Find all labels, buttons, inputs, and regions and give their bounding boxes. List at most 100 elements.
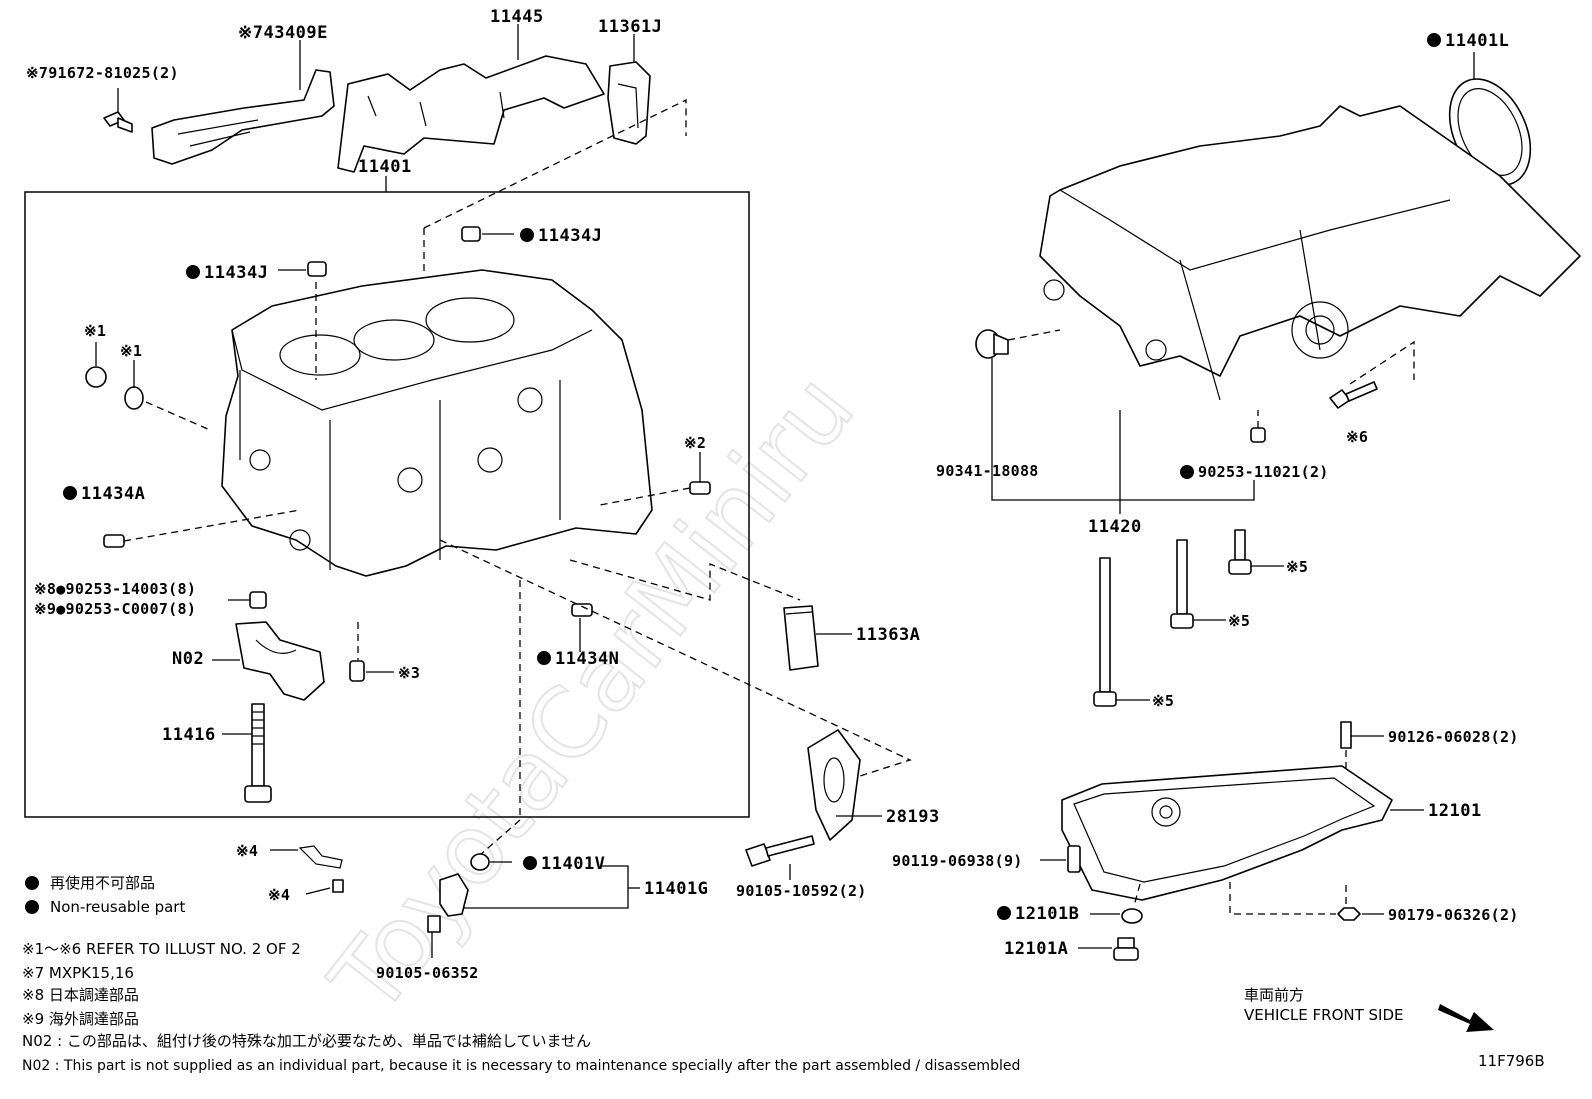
bolt-90119-06938-icon <box>1067 845 1081 873</box>
label-x4-b: ※4 <box>268 886 290 904</box>
note-x8: ※8 日本調達部品 <box>22 986 139 1004</box>
pin-x2-icon <box>689 481 711 495</box>
label-743409e: ※743409E <box>238 23 328 43</box>
label-x4-a: ※4 <box>236 842 258 860</box>
cylinder-block-icon <box>221 269 653 577</box>
front-label-jp: 車両前方 <box>1244 986 1304 1004</box>
gasket-x1-icon <box>124 386 144 410</box>
label-90126-06028: 90126-06028(2) <box>1388 728 1519 746</box>
figure-code: 11F796B <box>1478 1052 1545 1070</box>
front-arrow-icon <box>1438 1004 1494 1032</box>
label-11416: 11416 <box>162 725 216 745</box>
insulator-11445-icon <box>337 55 605 173</box>
bolt-90105-06352-icon <box>427 915 441 933</box>
bolt-11416-icon <box>244 703 272 803</box>
note-n02-jp: N02 : この部品は、組付け後の特殊な加工が必要なため、単品では補給していませ… <box>22 1032 591 1050</box>
bracket-743409e-icon <box>151 69 335 165</box>
label-90253-c0007: ※9●90253-C0007(8) <box>34 600 196 618</box>
label-11401v: 11401V <box>541 854 605 874</box>
label-11363a: 11363A <box>856 625 920 645</box>
label-11445: 11445 <box>490 7 544 27</box>
non-reusable-dot-icon <box>1180 465 1194 479</box>
label-x5-b: ※5 <box>1228 612 1250 630</box>
bracket-x4-icon <box>298 845 343 869</box>
label-x1-a: ※1 <box>84 322 106 340</box>
legend-dot-icon <box>25 876 39 890</box>
label-x5-c: ※5 <box>1286 558 1308 576</box>
bolt-x5-long-icon <box>1093 557 1117 707</box>
bolt-791672-icon <box>103 111 133 133</box>
label-11420: 11420 <box>1088 517 1142 537</box>
gasket-28193-icon <box>807 729 861 841</box>
bolt-x5-short-icon <box>1228 529 1252 575</box>
bolt-x6-icon <box>1329 381 1378 409</box>
label-11434n: 11434N <box>555 649 619 669</box>
label-90253-11021: 90253-11021(2) <box>1198 463 1329 481</box>
label-11434j-left: 11434J <box>204 263 268 283</box>
nut-90179-06326-icon <box>1337 907 1361 921</box>
plug-90341-18088-icon <box>975 329 1009 359</box>
pin-11434a-icon <box>103 534 125 548</box>
label-28193: 28193 <box>886 807 940 827</box>
label-x2: ※2 <box>684 434 706 452</box>
label-791672-81025: ※791672-81025(2) <box>26 64 179 82</box>
note-n02-en: N02 : This part is not supplied as an in… <box>22 1058 1020 1074</box>
legend-non-reusable-jp: 再使用不可部品 <box>50 874 155 892</box>
non-reusable-dot-icon <box>186 265 200 279</box>
seal-11363a-icon <box>783 605 819 671</box>
label-12101a: 12101A <box>1004 939 1068 959</box>
oring-11401v-icon <box>470 853 490 871</box>
label-11434j-top: 11434J <box>538 226 602 246</box>
label-90253-14003: ※8●90253-14003(8) <box>34 580 196 598</box>
label-11401g: 11401G <box>644 879 708 899</box>
label-12101: 12101 <box>1428 801 1482 821</box>
label-n02: N02 <box>172 649 204 669</box>
oil-pan-12101-icon <box>1061 765 1393 901</box>
cylinder-block-frame <box>24 191 750 818</box>
non-reusable-dot-icon <box>537 651 551 665</box>
sensor-11401g-icon <box>439 873 469 917</box>
label-90105-06352: 90105-06352 <box>376 964 479 982</box>
pin-11434j-top-icon <box>461 226 481 242</box>
pin-90253-icon <box>249 591 267 609</box>
legend-non-reusable-en: Non-reusable part <box>50 898 185 916</box>
stud-90126-06028-icon <box>1340 721 1352 749</box>
legend-dot-icon <box>25 900 39 914</box>
non-reusable-dot-icon <box>997 906 1011 920</box>
bolt-x5-mid-icon <box>1170 539 1194 629</box>
bearing-cap-n02-icon <box>235 621 325 701</box>
non-reusable-dot-icon <box>63 486 77 500</box>
label-90179-06326: 90179-06326(2) <box>1388 906 1519 924</box>
gasket-12101b-icon <box>1121 908 1143 924</box>
cover-11361j-icon <box>607 61 651 145</box>
label-11401l: 11401L <box>1445 31 1509 51</box>
note-refer: ※1～※6 REFER TO ILLUST NO. 2 OF 2 <box>22 940 301 958</box>
pin-90253-11021-icon <box>1250 427 1266 443</box>
plug-12101a-icon <box>1113 937 1139 961</box>
pin-11434j-left-icon <box>307 261 327 277</box>
plug-x1-icon <box>85 366 107 388</box>
front-label-en: VEHICLE FRONT SIDE <box>1244 1006 1404 1024</box>
pin-11434n-icon <box>571 603 593 617</box>
label-11401: 11401 <box>358 157 412 177</box>
note-x9: ※9 海外調達部品 <box>22 1010 139 1028</box>
bolt-90105-10592-icon <box>745 835 815 867</box>
note-x7: ※7 MXPK15,16 <box>22 964 134 982</box>
label-11434a: 11434A <box>81 484 145 504</box>
label-x5-a: ※5 <box>1152 692 1174 710</box>
crankcase-11420-icon <box>1039 105 1581 401</box>
label-90119-06938: 90119-06938(9) <box>892 852 1023 870</box>
label-x3: ※3 <box>398 664 420 682</box>
label-90341-18088: 90341-18088 <box>936 462 1039 480</box>
non-reusable-dot-icon <box>1427 33 1441 47</box>
non-reusable-dot-icon <box>523 856 537 870</box>
label-90105-10592: 90105-10592(2) <box>736 882 867 900</box>
pin-x3-icon <box>349 660 365 682</box>
label-11361j: 11361J <box>598 17 662 37</box>
label-12101b: 12101B <box>1015 904 1079 924</box>
label-x6: ※6 <box>1346 428 1368 446</box>
non-reusable-dot-icon <box>520 228 534 242</box>
bolt-x4-icon <box>332 879 344 893</box>
label-x1-b: ※1 <box>120 342 142 360</box>
